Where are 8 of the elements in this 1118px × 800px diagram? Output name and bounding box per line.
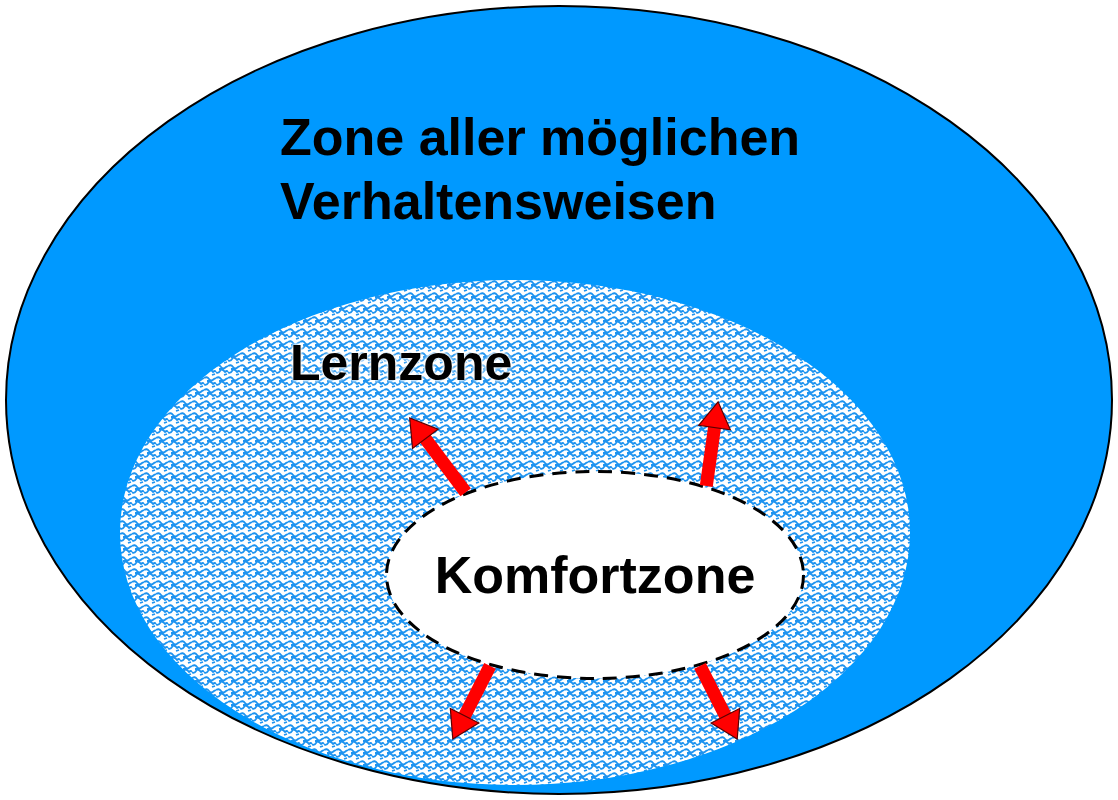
arrow [698,400,731,487]
zone-label: Zone aller möglichen Verhaltensweisen [280,107,802,232]
arrow [694,662,743,742]
arrow [447,662,496,742]
stippled-ellipse [120,280,910,785]
dashed-ellipse [385,470,805,680]
outer-ellipse [5,5,1113,795]
zone-label: Komfortzone [434,545,756,605]
